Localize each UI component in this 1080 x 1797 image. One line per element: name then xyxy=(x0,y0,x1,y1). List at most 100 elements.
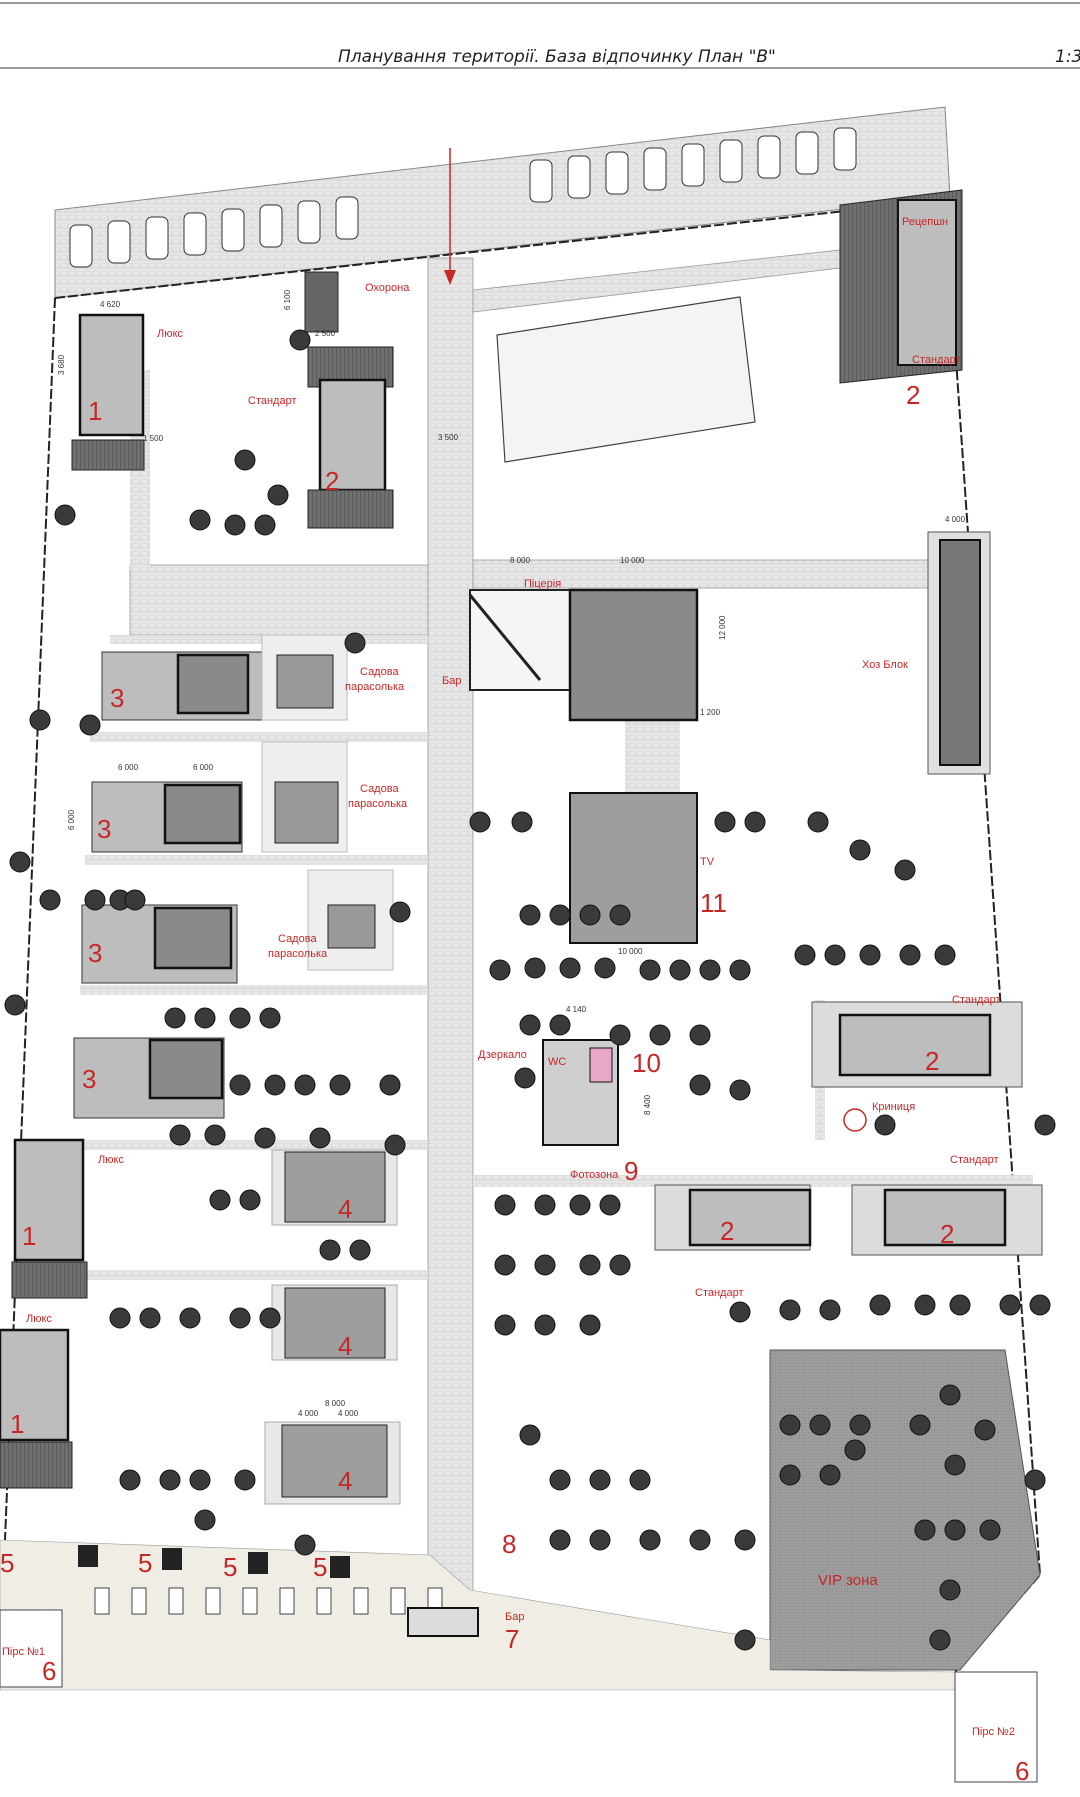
tree-icon xyxy=(669,959,691,981)
building-number: 1 xyxy=(88,396,102,426)
dimension: 4 140 xyxy=(566,1005,587,1014)
tv-label: TV xyxy=(700,856,715,868)
tree-icon xyxy=(159,1469,181,1491)
tree-icon xyxy=(234,1469,256,1491)
tree-icon xyxy=(779,1299,801,1321)
lux-deck xyxy=(11,1261,88,1299)
tree-icon xyxy=(734,1529,756,1551)
tree-icon xyxy=(819,1464,841,1486)
tree-icon xyxy=(534,1254,556,1276)
lux-label: Люкс xyxy=(26,1313,52,1325)
lux-label: Люкс xyxy=(157,328,183,340)
car-icon xyxy=(69,224,93,268)
sunbed-icon xyxy=(353,1587,369,1615)
bar-counter xyxy=(468,594,542,681)
cafe-hall xyxy=(568,588,699,722)
tree-icon xyxy=(609,1254,631,1276)
tree-icon xyxy=(294,1534,316,1556)
sunbed-icon xyxy=(316,1587,332,1615)
tree-icon xyxy=(549,1529,571,1551)
site-boundary xyxy=(54,198,1042,1673)
tree-icon xyxy=(189,509,211,531)
tree-icon xyxy=(589,1529,611,1551)
car-icon xyxy=(297,200,321,244)
tree-icon xyxy=(974,1419,996,1441)
tree-icon xyxy=(894,859,916,881)
dimension: 8 000 xyxy=(325,1399,346,1408)
gazebo xyxy=(284,1287,386,1359)
cottage-3-4-building xyxy=(148,1038,224,1100)
dimension: 12 000 xyxy=(718,615,727,640)
tree-icon xyxy=(209,1189,231,1211)
sunbed-icon xyxy=(131,1587,147,1615)
tree-icon xyxy=(909,1414,931,1436)
dimension: 4 000 xyxy=(945,515,966,524)
tree-icon xyxy=(39,889,61,911)
tree-icon xyxy=(779,1414,801,1436)
tree-icon xyxy=(384,1134,406,1156)
beach-cabin xyxy=(78,1545,98,1567)
building-number: 2 xyxy=(325,466,339,496)
dimension: 6 000 xyxy=(118,763,139,772)
tree-icon xyxy=(519,904,541,926)
building-number: 4 xyxy=(338,1331,352,1361)
dimension: 2 500 xyxy=(315,329,336,338)
vip-zone xyxy=(769,1349,1041,1671)
building-number: 3 xyxy=(88,938,102,968)
tree-icon xyxy=(229,1307,251,1329)
path-row-4 xyxy=(85,855,428,865)
tree-icon xyxy=(944,1454,966,1476)
tree-icon xyxy=(164,1007,186,1029)
tree-icon xyxy=(734,1629,756,1651)
building-number: 1 xyxy=(10,1409,24,1439)
tree-icon xyxy=(319,1239,341,1261)
tree-icon xyxy=(519,1014,541,1036)
tree-icon xyxy=(254,1127,276,1149)
tree-icon xyxy=(194,1509,216,1531)
tree-icon xyxy=(524,957,546,979)
building-number: 10 xyxy=(632,1048,661,1078)
tree-icon xyxy=(264,1074,286,1096)
building-number: 2 xyxy=(925,1046,939,1076)
dimension: 4 000 xyxy=(298,1409,319,1418)
tree-icon xyxy=(929,1629,951,1651)
tree-icon xyxy=(609,904,631,926)
building-number: 6 xyxy=(1015,1756,1029,1786)
standard-building xyxy=(318,378,387,492)
tree-icon xyxy=(914,1519,936,1541)
trees xyxy=(4,329,1056,1651)
tree-icon xyxy=(609,1024,631,1046)
guard-label: Охорона xyxy=(365,282,410,294)
dimension: 10 000 xyxy=(620,556,645,565)
car-icon xyxy=(335,196,359,240)
tree-icon xyxy=(944,1519,966,1541)
guard-booth xyxy=(304,271,339,333)
building-number: 5 xyxy=(313,1552,327,1582)
bar-terrace xyxy=(469,589,571,691)
cottage-3-1-building xyxy=(176,653,250,715)
umbrella-label: парасолька xyxy=(268,948,328,960)
lux-building xyxy=(0,1328,70,1442)
tree-icon xyxy=(844,1439,866,1461)
car-icon xyxy=(719,139,743,183)
building-number: 6 xyxy=(42,1656,56,1686)
building-number: 8 xyxy=(502,1529,516,1559)
tree-icon xyxy=(859,944,881,966)
tree-icon xyxy=(379,1074,401,1096)
dimension: 6 000 xyxy=(193,763,214,772)
umbrella xyxy=(276,654,334,709)
standard-cottages-east: 2 Стандарт Криниця 2 Стандарт 2 Стандарт xyxy=(654,994,1043,1299)
reception-building xyxy=(897,199,957,366)
building-number: 3 xyxy=(110,683,124,713)
tree-icon xyxy=(469,811,491,833)
tree-icon xyxy=(1024,1469,1046,1491)
tree-icon xyxy=(939,1384,961,1406)
umbrella-label: парасолька xyxy=(345,681,405,693)
tree-icon xyxy=(179,1307,201,1329)
tree-icon xyxy=(979,1519,1001,1541)
tree-icon xyxy=(869,1294,891,1316)
tree-icon xyxy=(534,1314,556,1336)
car-icon xyxy=(145,216,169,260)
car-icon xyxy=(567,155,591,199)
